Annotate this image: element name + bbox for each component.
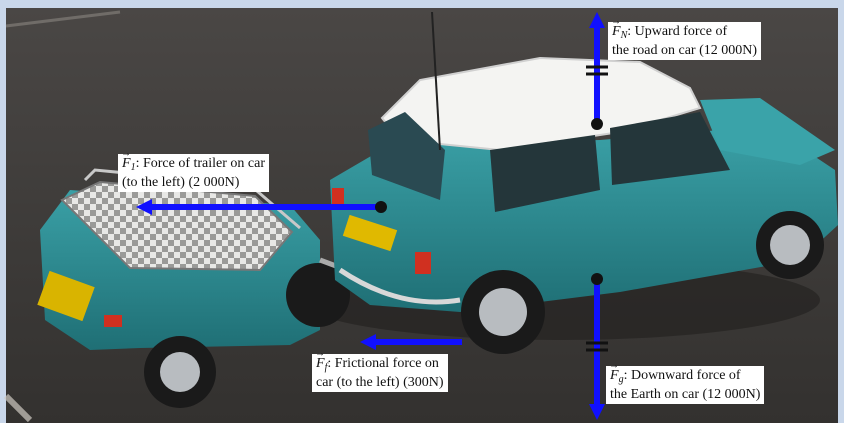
friction-force-text-2: car (to the left) (300N) <box>316 375 444 390</box>
normal-force-text-1: : Upward force of <box>627 24 728 39</box>
trailer-wheel-hub <box>160 352 200 392</box>
car-bonnet <box>700 98 835 165</box>
normal-force-symbol: F <box>612 24 621 39</box>
friction-force-subscript: f <box>324 362 328 373</box>
normal-force-origin-dot <box>591 118 603 130</box>
trailer-force-label: F1: Force of trailer on car (to the left… <box>118 154 270 192</box>
gravity-force-origin-dot <box>591 273 603 285</box>
trailer-force-origin-dot <box>375 201 387 213</box>
car-antenna <box>431 11 441 151</box>
friction-force-label: Ff: Frictional force on car (to the left… <box>312 354 448 392</box>
gravity-force-subscript: g <box>618 374 624 385</box>
car-plate-rect <box>342 214 398 252</box>
trailer-force-symbol: F <box>122 156 131 171</box>
car-front-wheel-hub <box>770 225 810 265</box>
gravity-force-text-1: : Downward force of <box>623 368 741 383</box>
normal-force-text-2: the road on car (12 000N) <box>612 43 758 58</box>
car-side-window-1 <box>490 135 600 212</box>
trailer <box>37 168 350 408</box>
road-marking <box>3 393 33 423</box>
car-tail-light <box>332 188 344 206</box>
trailer-tail-light <box>104 315 122 327</box>
car-side-window-2 <box>610 112 730 185</box>
trailer-spare-wheel <box>286 263 350 327</box>
friction-force-arrowhead <box>360 334 376 350</box>
car-tail-light <box>415 252 431 274</box>
trailer-plate-rect <box>37 270 95 322</box>
normal-force-subscript: N <box>620 30 628 41</box>
gravity-force-text-2: the Earth on car (12 000N) <box>610 387 761 402</box>
trailer-force-subscript: 1 <box>130 162 136 173</box>
trailer-force-arrowhead <box>136 199 152 215</box>
gravity-force-label: Fg: Downward force of the Earth on car (… <box>606 366 765 404</box>
road-marking <box>5 10 121 28</box>
normal-force-label: FN: Upward force of the road on car (12 … <box>608 22 762 60</box>
gravity-force-arrowhead <box>589 404 605 420</box>
trailer-force-text-2: (to the left) (2 000N) <box>122 175 240 190</box>
car-bumper <box>338 267 461 305</box>
car-body <box>330 130 838 312</box>
friction-force-symbol: F <box>316 356 325 371</box>
car-rear-wheel-hub <box>479 288 527 336</box>
car <box>330 11 838 354</box>
friction-force-text-1: : Frictional force on <box>327 356 439 371</box>
trailer-force-text-1: : Force of trailer on car <box>135 156 266 171</box>
car-rear-window <box>368 112 445 200</box>
gravity-force-symbol: F <box>610 368 619 383</box>
normal-force-arrowhead <box>589 12 605 28</box>
force-arrows <box>136 12 608 420</box>
